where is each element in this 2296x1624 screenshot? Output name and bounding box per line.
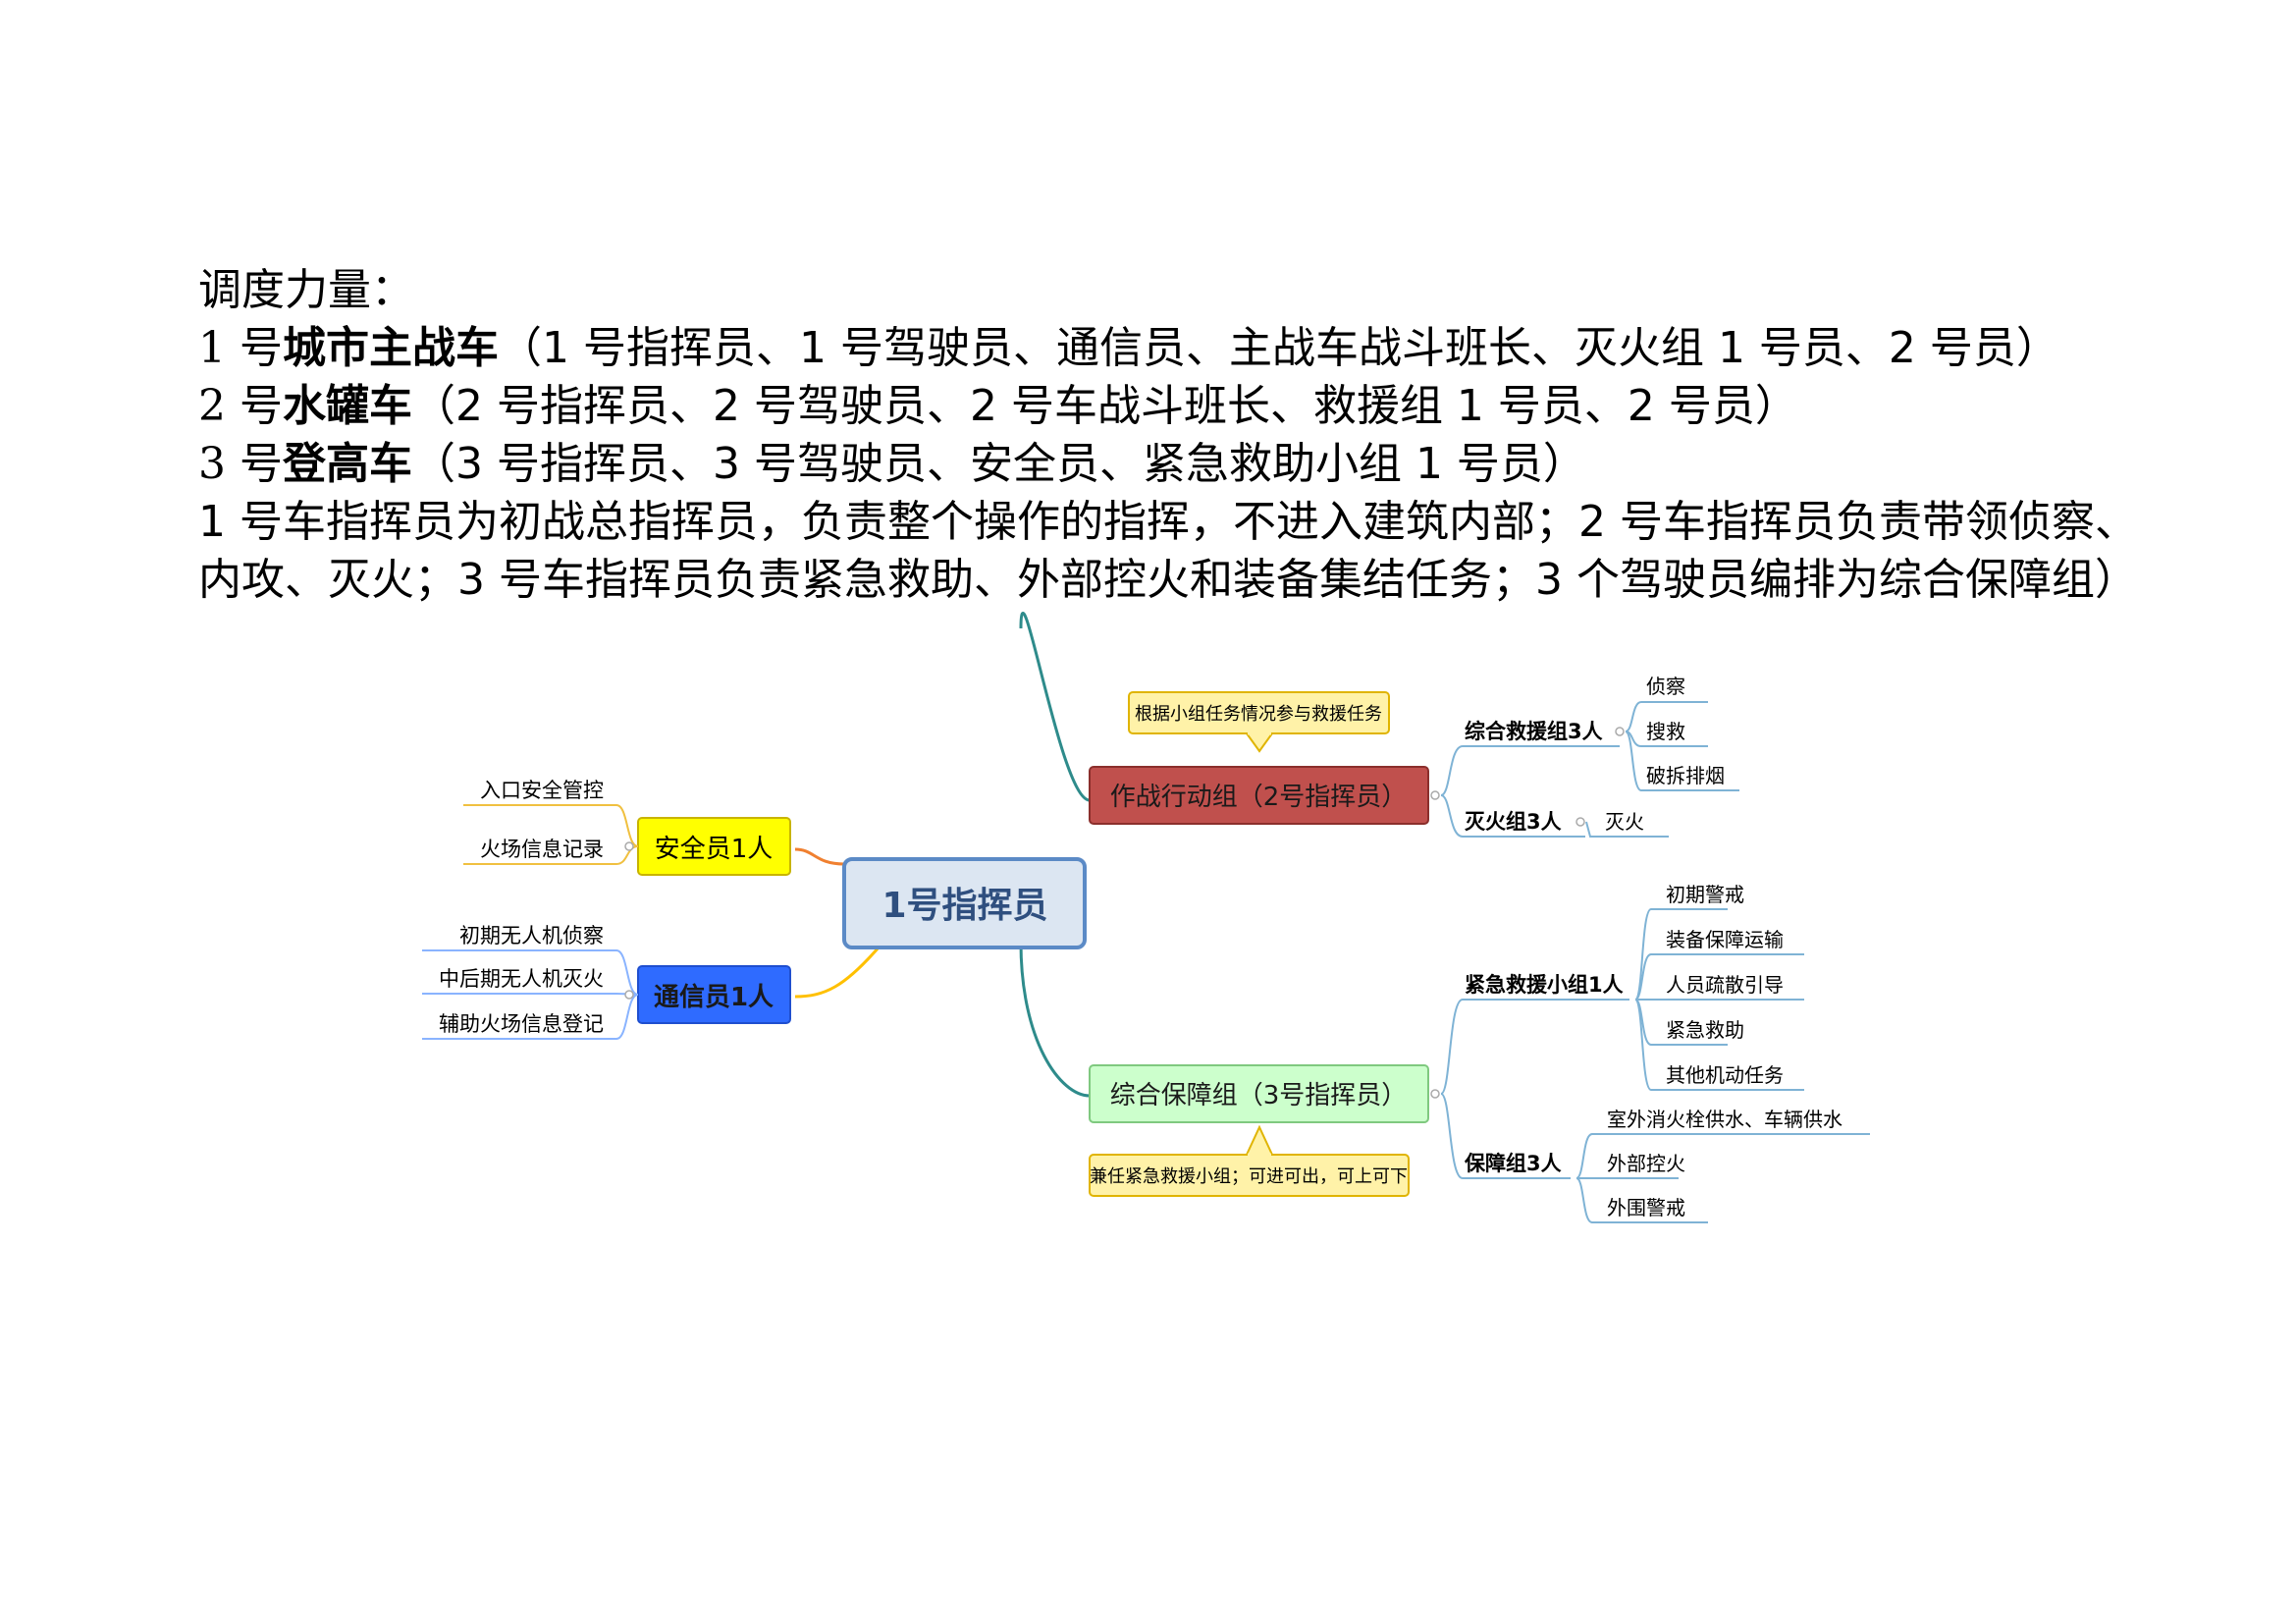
vehicle-detail: （2 号指挥员、2 号驾驶员、2 号车战斗班长、救援组 1 号员、2 号员）: [412, 381, 1798, 431]
vehicle-name: 水罐车: [283, 381, 412, 431]
leaf-label: 侦察: [1646, 675, 1685, 698]
leaf-connector: [1575, 1133, 1870, 1179]
leaf-connector: [422, 993, 639, 996]
vehicle-number: 2: [198, 381, 226, 431]
collapse-toggle-icon[interactable]: [624, 841, 634, 851]
vehicle-hao: 号: [240, 323, 283, 373]
root-connector: [794, 847, 845, 866]
communicator-label: 通信员1人: [654, 983, 774, 1012]
branch-connector: [1440, 794, 1585, 838]
leaf-label: 破拆排烟: [1646, 764, 1725, 787]
leaf-label: 火场信息记录: [480, 838, 604, 861]
vehicle-hao: 号: [240, 439, 283, 489]
heading: 调度力量：: [198, 265, 414, 315]
combat-group-node[interactable]: [1089, 766, 1429, 825]
leaf-connector: [1575, 1177, 1708, 1223]
collapse-toggle-icon[interactable]: [1615, 727, 1625, 736]
leaf-label: 室外消火栓供水、车辆供水: [1607, 1108, 1842, 1131]
subgroup-label: 紧急救援小组1人: [1465, 973, 1624, 997]
leaf-label: 紧急救助: [1666, 1018, 1744, 1042]
support-group-node[interactable]: [1089, 1064, 1429, 1123]
vehicle-name: 城市主战车: [283, 323, 499, 373]
leaf-label: 辅助火场信息登记: [439, 1012, 604, 1036]
vehicle-line-2: 2 号水罐车（2 号指挥员、2 号驾驶员、2 号车战斗班长、救援组 1 号员、2…: [198, 377, 2142, 435]
safety-officer-label: 安全员1人: [655, 835, 774, 864]
callout-text: 根据小组任务情况参与救援任务: [1135, 704, 1382, 725]
leaf-connector: [1634, 953, 1804, 1001]
callout-pointer: [1245, 732, 1274, 753]
leaf-connector: [463, 845, 639, 865]
vehicle-number: 1: [198, 323, 226, 373]
combat-group-label: 作战行动组（2号指挥员）: [1110, 783, 1408, 812]
vehicle-number: 3: [198, 439, 226, 489]
leaf-label: 中后期无人机灭火: [439, 967, 604, 991]
branch-connector: [1440, 999, 1629, 1095]
support-group-label: 综合保障组（3号指挥员）: [1110, 1081, 1408, 1110]
dispatch-text: 调度力量： 1 号城市主战车（1 号指挥员、1 号驾驶员、通信员、主战车战斗班长…: [198, 261, 2142, 609]
collapse-toggle-icon[interactable]: [624, 990, 634, 1000]
subgroup-label: 综合救援组3人: [1465, 720, 1603, 743]
leaf-label: 外部控火: [1607, 1152, 1685, 1175]
leaf-connector: [1625, 701, 1708, 732]
vehicle-detail: （1 号指挥员、1 号驾驶员、通信员、主战车战斗班长、灭火组 1 号员、2 号员…: [499, 323, 2059, 373]
vehicle-name: 登高车: [283, 439, 412, 489]
collapse-toggle-icon[interactable]: [1575, 817, 1585, 827]
command-paragraph: 1 号车指挥员为初战总指挥员，负责整个操作的指挥，不进入建筑内部；2 号车指挥员…: [198, 497, 2138, 605]
leaf-label: 搜救: [1646, 720, 1685, 743]
leaf-connector: [1625, 731, 1739, 791]
collapse-toggle-icon[interactable]: [1430, 1089, 1440, 1099]
branch-connector: [1440, 745, 1620, 796]
leaf-label: 人员疏散引导: [1666, 973, 1784, 997]
collapse-toggle-icon[interactable]: [1430, 790, 1440, 800]
leaf-label: 入口安全管控: [480, 779, 604, 802]
subgroup-label: 保障组3人: [1464, 1152, 1562, 1175]
leaf-label: 其他机动任务: [1666, 1063, 1784, 1087]
root-label: 1号指挥员: [881, 886, 1047, 926]
leaf-connector: [1585, 821, 1669, 838]
leaf-label: 初期警戒: [1666, 883, 1744, 906]
leaf-label: 装备保障运输: [1666, 928, 1784, 951]
root-connector: [1019, 942, 1091, 1098]
root-connector: [1019, 612, 1091, 802]
subgroup-label: 灭火组3人: [1465, 810, 1562, 834]
vehicle-line-3: 3 号登高车（3 号指挥员、3 号驾驶员、安全员、紧急救助小组 1 号员）: [198, 435, 2142, 493]
leaf-connector: [1634, 999, 1804, 1091]
callout-pointer: [1245, 1124, 1274, 1156]
leaf-connector: [463, 804, 639, 847]
leaf-connector: [422, 949, 639, 996]
callout-text: 兼任紧急救援小组；可进可出，可上可下: [1090, 1166, 1408, 1187]
leaf-label: 灭火: [1605, 810, 1644, 834]
leaf-connector: [422, 994, 639, 1040]
root-node[interactable]: [842, 857, 1087, 949]
vehicle-hao: 号: [240, 381, 283, 431]
root-connector: [794, 947, 881, 999]
vehicle-line-1: 1 号城市主战车（1 号指挥员、1 号驾驶员、通信员、主战车战斗班长、灭火组 1…: [198, 319, 2142, 377]
leaf-label: 初期无人机侦察: [459, 924, 604, 947]
branch-connector: [1440, 1093, 1571, 1179]
leaf-label: 外围警戒: [1607, 1196, 1685, 1219]
vehicle-detail: （3 号指挥员、3 号驾驶员、安全员、紧急救助小组 1 号员）: [412, 439, 1586, 489]
